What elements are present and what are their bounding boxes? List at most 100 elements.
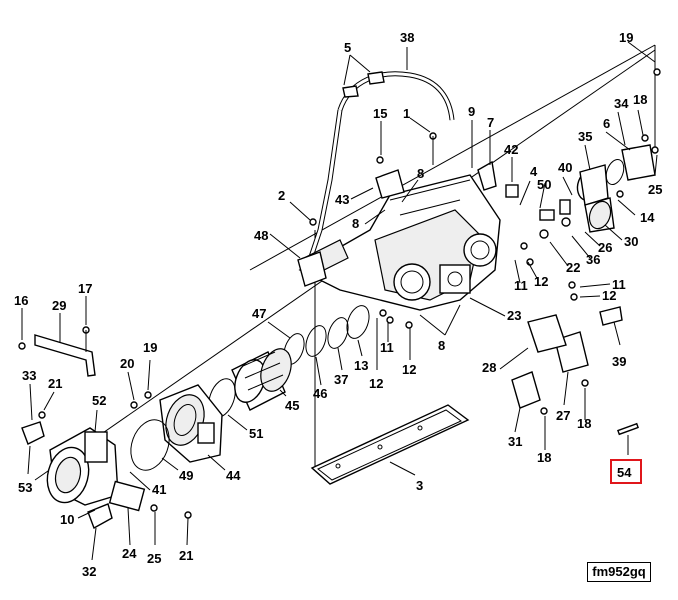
callout-8: 8 (352, 216, 359, 231)
callout-12: 12 (534, 274, 548, 289)
leader-lines (21, 41, 658, 561)
bracket-29 (34, 334, 96, 377)
clip-54 (617, 422, 639, 436)
callout-53: 53 (18, 480, 32, 495)
callout-12: 12 (602, 288, 616, 303)
gasket-plate (310, 404, 470, 485)
callout-23: 23 (507, 308, 521, 323)
callout-33: 33 (22, 368, 36, 383)
callout-2: 2 (278, 188, 285, 203)
callout-14: 14 (640, 210, 655, 225)
callout-18: 18 (577, 416, 591, 431)
callout-11: 11 (514, 278, 528, 293)
callout-24: 24 (122, 546, 137, 561)
callout-22: 22 (566, 260, 580, 275)
callout-27: 27 (556, 408, 570, 423)
callout-51: 51 (249, 426, 263, 441)
o-ring-46 (305, 325, 327, 357)
connector-48 (297, 251, 327, 287)
callout-3: 3 (416, 478, 423, 493)
sensor-39 (599, 306, 623, 326)
filter-cylinder (231, 348, 292, 411)
callout-48: 48 (254, 228, 268, 243)
callout-19: 19 (619, 30, 633, 45)
callout-35: 35 (578, 129, 592, 144)
o-ring-49 (130, 419, 170, 471)
sensor-32 (87, 503, 113, 530)
clip-5b (367, 71, 385, 85)
module-43 (375, 169, 405, 199)
callout-42: 42 (504, 142, 518, 157)
callout-32: 32 (82, 564, 96, 579)
callout-16: 16 (14, 293, 28, 308)
callout-25: 25 (147, 551, 161, 566)
callout-15: 15 (373, 106, 387, 121)
callout-49: 49 (179, 468, 193, 483)
callout-18: 18 (537, 450, 551, 465)
throttle-body (159, 384, 223, 463)
callout-26: 26 (598, 240, 612, 255)
callout-25: 25 (648, 182, 662, 197)
callout-20: 20 (120, 356, 134, 371)
callout-7: 7 (487, 115, 494, 130)
callout-9: 9 (468, 104, 475, 119)
callout-44: 44 (226, 468, 241, 483)
callout-41: 41 (152, 482, 166, 497)
callout-38: 38 (400, 30, 414, 45)
callout-37: 37 (334, 372, 348, 387)
inlet-housing (46, 427, 119, 506)
callout-4: 4 (530, 164, 538, 179)
callout-numbers: 38 5 19 1 15 7 9 42 43 8 8 2 48 4 50 40 … (14, 30, 662, 579)
callout-50: 50 (537, 177, 551, 192)
clip-5 (342, 85, 359, 98)
callout-19: 19 (143, 340, 157, 355)
plug-50 (539, 209, 555, 221)
figure-id-label: fm952gq (587, 562, 651, 582)
block-24 (108, 480, 146, 512)
callout-45: 45 (285, 398, 299, 413)
callout-21: 21 (48, 376, 62, 391)
actuator-35 (576, 164, 609, 206)
callout-21: 21 (179, 548, 193, 563)
o-ring-6 (605, 158, 625, 186)
callout-28: 28 (482, 360, 496, 375)
callout-8: 8 (438, 338, 445, 353)
callout-17: 17 (78, 281, 92, 296)
callout-13: 13 (354, 358, 368, 373)
o-ring-37 (327, 317, 349, 349)
valve-31 (511, 371, 541, 409)
callout-18: 18 (633, 92, 647, 107)
callout-36: 36 (586, 252, 600, 267)
callout-12: 12 (402, 362, 416, 377)
callout-47: 47 (252, 306, 266, 321)
highlight-box (610, 459, 642, 484)
callout-46: 46 (313, 386, 327, 401)
callout-5: 5 (344, 40, 351, 55)
plug-40 (559, 199, 571, 215)
gasket-28 (527, 314, 567, 353)
elbow-7 (477, 160, 497, 191)
fitting-42 (505, 184, 519, 198)
plate-34 (621, 144, 656, 181)
callout-1: 1 (403, 106, 410, 121)
callout-39: 39 (612, 354, 626, 369)
callout-30: 30 (624, 234, 638, 249)
callout-12: 12 (369, 376, 383, 391)
callout-54: 54 (617, 465, 632, 480)
callout-52: 52 (92, 393, 106, 408)
callout-8: 8 (417, 166, 424, 181)
callout-40: 40 (558, 160, 572, 175)
callout-31: 31 (508, 434, 522, 449)
solenoid-30 (584, 197, 615, 233)
o-ring-13 (346, 305, 370, 339)
callout-11: 11 (380, 340, 394, 355)
callout-43: 43 (335, 192, 349, 207)
callout-6: 6 (603, 116, 610, 131)
sensor-53 (21, 421, 45, 445)
callout-29: 29 (52, 298, 66, 313)
callout-11: 11 (612, 277, 626, 292)
callout-34: 34 (614, 96, 629, 111)
fasteners (18, 68, 661, 519)
callout-10: 10 (60, 512, 74, 527)
